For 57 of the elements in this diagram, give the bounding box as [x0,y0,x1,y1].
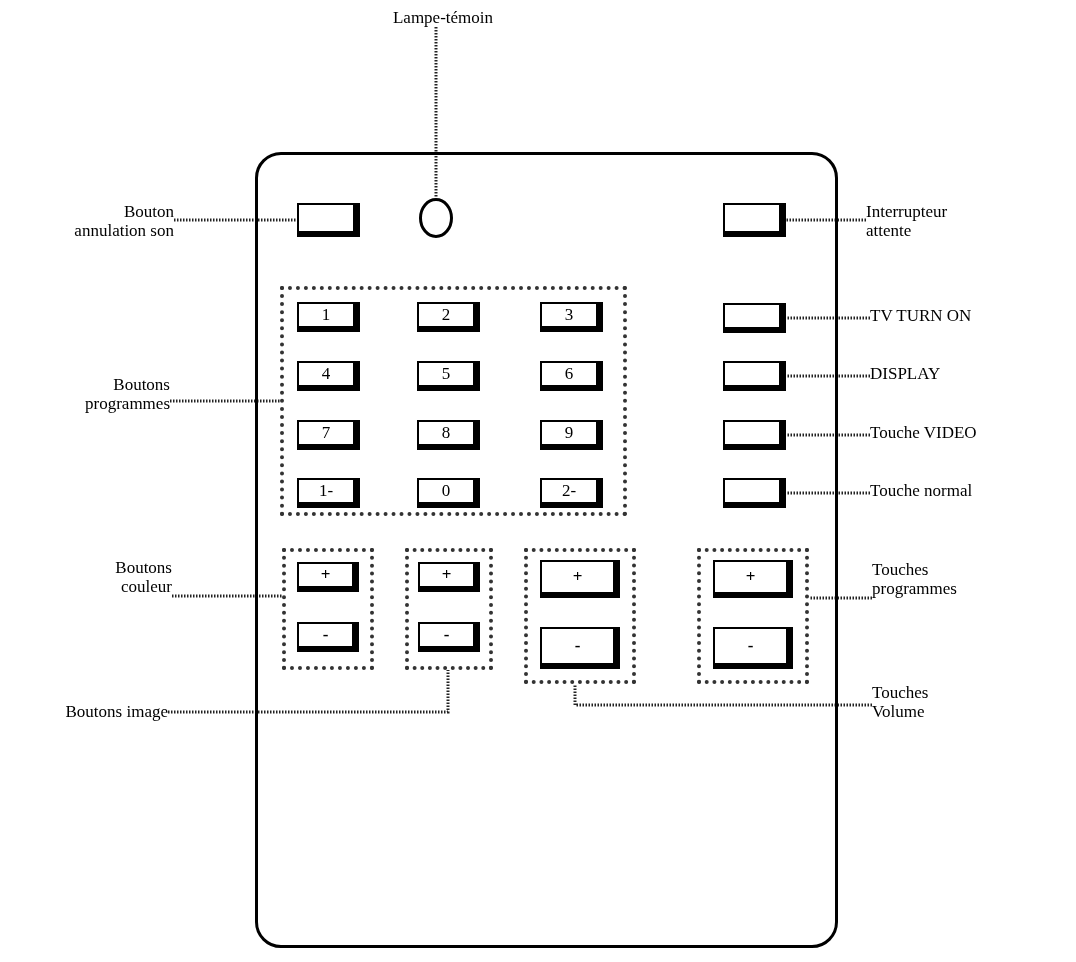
button-group-frame [282,548,374,670]
callout-label: Boutons couleur [102,558,172,596]
number-key: 7 [297,420,360,450]
number-key: 8 [417,420,480,450]
minus-key: - [713,627,793,669]
keypad-frame [280,286,627,516]
number-key: 0 [417,478,480,508]
callout-label: Lampe-témoin [392,8,494,27]
remote-button [723,478,786,508]
remote-button [723,203,786,237]
button-group-frame [524,548,636,684]
callout-label: Boutons image [65,702,168,721]
number-key: 6 [540,361,603,391]
leader-line [170,399,280,403]
callout-label: DISPLAY [870,364,941,383]
remote-button [723,361,786,391]
button-group-frame [405,548,493,670]
remote-body [255,152,838,948]
leader-line [168,670,450,714]
number-key: 1 [297,302,360,332]
number-key: 5 [417,361,480,391]
plus-key: + [540,560,620,598]
plus-key: + [713,560,793,598]
leader-line [809,596,872,600]
callout-label: Touche VIDEO [870,423,977,442]
callout-label: Touches Volume [872,683,942,721]
number-key: 4 [297,361,360,391]
leader-line [573,684,872,707]
remote-button [723,420,786,450]
callout-label: Touches programmes [872,560,967,598]
leader-line [786,374,870,378]
number-key: 9 [540,420,603,450]
callout-label: Touche normal [870,481,973,500]
leader-line [786,218,866,222]
callout-label: Boutons programmes [75,375,170,413]
number-key: 1- [297,478,360,508]
indicator-lamp [419,198,453,238]
plus-key: + [297,562,359,592]
callout-label: TV TURN ON [870,306,972,325]
minus-key: - [540,627,620,669]
button-group-frame [697,548,809,684]
plus-key: + [418,562,480,592]
remote-button [723,303,786,333]
leader-line [174,218,297,222]
number-key: 2- [540,478,603,508]
number-key: 3 [540,302,603,332]
number-key: 2 [417,302,480,332]
callout-label: Bouton annulation son [62,202,174,240]
remote-button [297,203,360,237]
minus-key: - [418,622,480,652]
leader-line [786,433,870,437]
leader-line [172,594,282,598]
callout-label: Interrupteur attente [866,202,966,240]
leader-line [786,316,870,320]
leader-line [786,491,870,495]
leader-line [434,27,438,198]
minus-key: - [297,622,359,652]
